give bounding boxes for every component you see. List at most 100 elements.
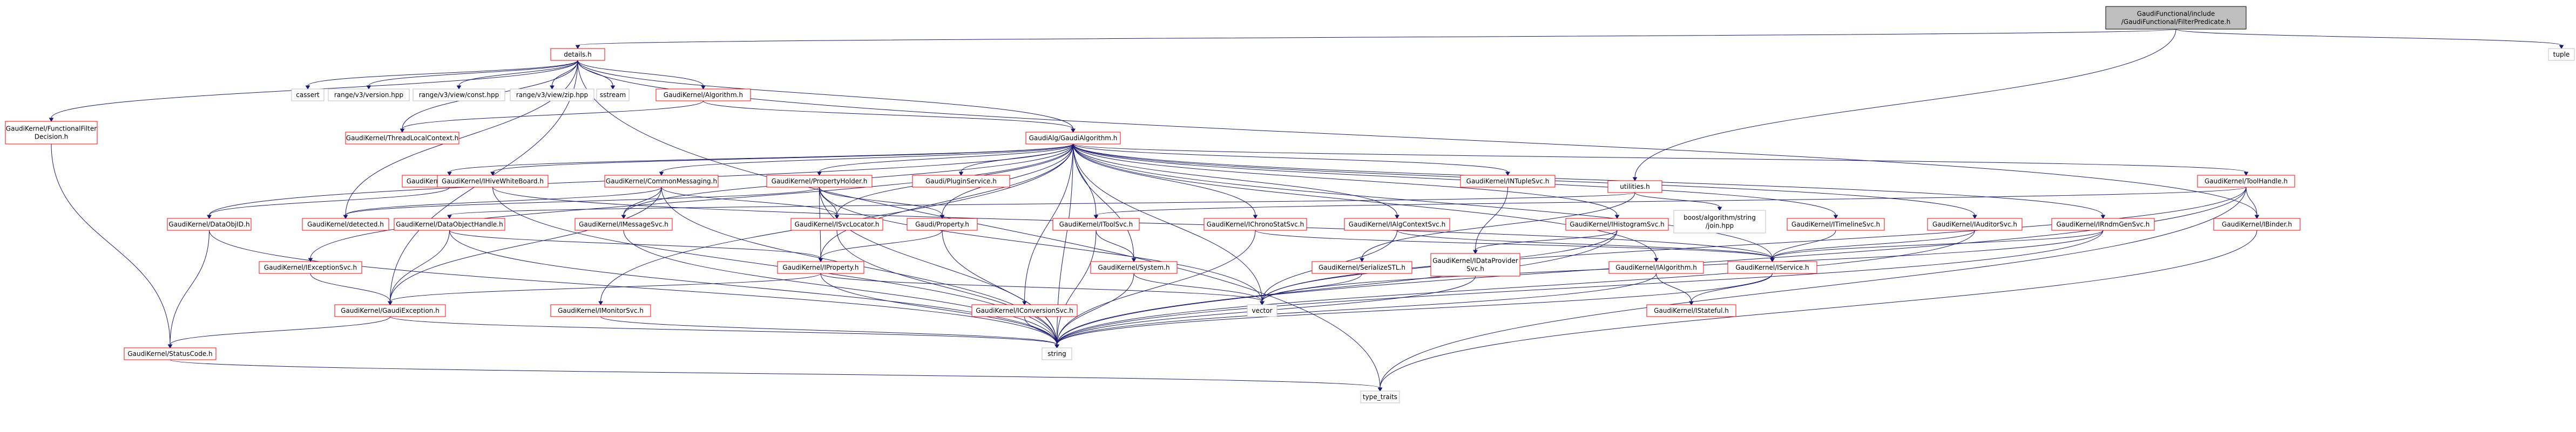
include-edge	[1262, 187, 2247, 302]
node-ISvcLocator[interactable]: GaudiKernel/ISvcLocator.h	[790, 218, 883, 231]
node-label: GaudiFunctional/include	[2137, 10, 2215, 18]
node-root[interactable]: GaudiFunctional/include/GaudiFunctional/…	[2105, 6, 2247, 30]
node-IToolSvc[interactable]: GaudiKernel/IToolSvc.h	[1052, 218, 1140, 231]
node-vector[interactable]: vector	[1247, 304, 1277, 317]
node-box	[1646, 304, 1736, 317]
node-IService[interactable]: GaudiKernel/IService.h	[1727, 261, 1817, 274]
node-label: GaudiKernel/IDataProvider	[1432, 257, 1518, 265]
node-details[interactable]: details.h	[550, 48, 605, 61]
node-label: Decision.h	[35, 133, 69, 141]
node-label: tuple	[2553, 51, 2570, 58]
edge-arrowhead	[2100, 215, 2106, 219]
node-label: GaudiKernel/ISvcLocator.h	[795, 221, 880, 228]
node-label: GaudiKernel/IStateful.h	[1654, 307, 1729, 314]
node-IHistogramSvc[interactable]: GaudiKernel/IHistogramSvc.h	[1565, 218, 1669, 231]
node-label: GaudiKernel/IConversionSvc.h	[976, 307, 1073, 314]
edge-arrowhead	[400, 128, 405, 133]
node-label: vector	[1252, 307, 1272, 314]
include-edge	[1475, 187, 1508, 251]
edge-arrowhead	[610, 85, 616, 90]
node-label: Svc.h	[1466, 265, 1484, 273]
node-PropertyHolder[interactable]: GaudiKernel/PropertyHolder.h	[766, 175, 873, 188]
include-edge	[1772, 230, 2104, 259]
include-edge	[1772, 230, 1836, 259]
node-IMonitorSvc[interactable]: GaudiKernel/IMonitorSvc.h	[550, 304, 651, 317]
node-IProperty[interactable]: GaudiKernel/IProperty.h	[777, 261, 864, 274]
node-utilities[interactable]: utilities.h	[1607, 180, 1662, 193]
node-cassert[interactable]: cassert	[291, 88, 324, 101]
node-IExceptionSvc[interactable]: GaudiKernel/IExceptionSvc.h	[259, 261, 362, 274]
include-edge	[1073, 143, 1657, 259]
node-IConversionSvc[interactable]: GaudiKernel/IConversionSvc.h	[971, 304, 1078, 317]
node-IPluginService[interactable]: Gaudi/PluginService.h	[912, 175, 1010, 188]
node-IStateful[interactable]: GaudiKernel/IStateful.h	[1646, 304, 1736, 317]
node-box	[2197, 175, 2295, 188]
node-GaudiAlgorithm[interactable]: GaudiAlg/GaudiAlgorithm.h	[1025, 132, 1121, 145]
include-edge	[942, 230, 1057, 345]
node-IAlgorithm[interactable]: GaudiKernel/IAlgorithm.h	[1608, 261, 1704, 274]
node-type_traits[interactable]: type_traits	[1360, 390, 1400, 403]
include-edge	[1057, 230, 2104, 345]
node-IHiveWhiteBoard[interactable]: GaudiKernel/IHiveWhiteBoard.h	[437, 175, 549, 188]
edge-arrowhead	[388, 301, 393, 305]
node-rv_zip[interactable]: range/v3/view/zip.hpp	[510, 88, 594, 101]
node-label: GaudiKernel/StatusCode.h	[127, 350, 212, 358]
node-IRndmGenSvc[interactable]: GaudiKernel/IRndmGenSvc.h	[2051, 218, 2155, 231]
edge-arrowhead	[2559, 45, 2564, 49]
include-edge	[170, 316, 390, 345]
node-detected[interactable]: GaudiKernel/detected.h	[302, 218, 389, 231]
edge-arrowhead	[207, 215, 212, 219]
include-edge	[820, 273, 1262, 302]
node-box	[777, 261, 864, 274]
node-CommonMessaging[interactable]: GaudiKernel/CommonMessaging.h	[604, 175, 719, 188]
node-box	[550, 304, 651, 317]
node-IBinder[interactable]: GaudiKernel/IBinder.h	[2213, 218, 2301, 231]
node-box	[596, 88, 630, 101]
node-DataObjID[interactable]: GaudiKernel/DataObjID.h	[167, 218, 252, 231]
node-sstream[interactable]: sstream	[596, 88, 630, 101]
node-ITimelineSvc[interactable]: GaudiKernel/ITimelineSvc.h	[1787, 218, 1885, 231]
include-edge	[819, 143, 1073, 173]
edge-arrowhead	[305, 85, 310, 90]
edge-arrowhead	[1473, 250, 1478, 254]
edge-arrowhead	[701, 85, 706, 90]
node-IMessageSvc[interactable]: GaudiKernel/IMessageSvc.h	[574, 218, 673, 231]
node-StatusCode[interactable]: GaudiKernel/StatusCode.h	[124, 347, 217, 360]
edge-arrowhead	[659, 172, 664, 176]
include-edge	[1073, 143, 1256, 216]
node-string[interactable]: string	[1042, 347, 1072, 360]
include-edge	[390, 273, 821, 302]
node-ThreadLocalContext[interactable]: GaudiKernel/ThreadLocalContext.h	[345, 132, 459, 145]
node-Property[interactable]: Gaudi/Property.h	[907, 218, 978, 231]
node-box	[550, 48, 605, 61]
include-edge	[1096, 187, 2247, 216]
edge-arrowhead	[308, 258, 313, 262]
node-IChronoStatSvc[interactable]: GaudiKernel/IChronoStatSvc.h	[1204, 218, 1307, 231]
include-edge	[623, 230, 1057, 345]
node-label: range/v3/view/zip.hpp	[516, 91, 588, 99]
node-boost_string[interactable]: boost/algorithm/string/join.hpp	[1673, 210, 1766, 234]
node-IAuditorSvc[interactable]: GaudiKernel/IAuditorSvc.h	[1927, 218, 2023, 231]
node-GaudiException[interactable]: GaudiKernel/GaudiException.h	[334, 304, 446, 317]
include-edge	[1057, 230, 1975, 345]
node-label: GaudiKernel/INTupleSvc.h	[1466, 177, 1550, 185]
node-IAlgContextSvc[interactable]: GaudiKernel/IAlgContextSvc.h	[1344, 218, 1450, 231]
node-rv_const[interactable]: range/v3/view/const.hpp	[413, 88, 505, 101]
node-Algorithm[interactable]: GaudiKernel/Algorithm.h	[655, 88, 751, 101]
node-label: GaudiKernel/IService.h	[1735, 264, 1809, 271]
node-ToolHandle[interactable]: GaudiKernel/ToolHandle.h	[2197, 175, 2295, 188]
node-DataObjectHandle[interactable]: GaudiKernel/DataObjectHandle.h	[394, 218, 505, 231]
node-label: GaudiKernel/PropertyHolder.h	[772, 177, 868, 185]
node-SerializeSTL[interactable]: GaudiKernel/SerializeSTL.h	[1311, 261, 1412, 274]
include-edge	[402, 100, 704, 129]
include-edge	[1073, 143, 2247, 173]
node-tuple[interactable]: tuple	[2548, 48, 2575, 61]
node-box	[1673, 210, 1766, 234]
node-INTupleSvc[interactable]: GaudiKernel/INTupleSvc.h	[1460, 175, 1556, 188]
header-nodes: GaudiFunctional/include/GaudiFunctional/…	[5, 6, 2575, 403]
include-edge	[577, 60, 613, 86]
node-System[interactable]: GaudiKernel/System.h	[1090, 261, 1178, 274]
node-rv_version[interactable]: range/v3/version.hpp	[328, 88, 410, 101]
